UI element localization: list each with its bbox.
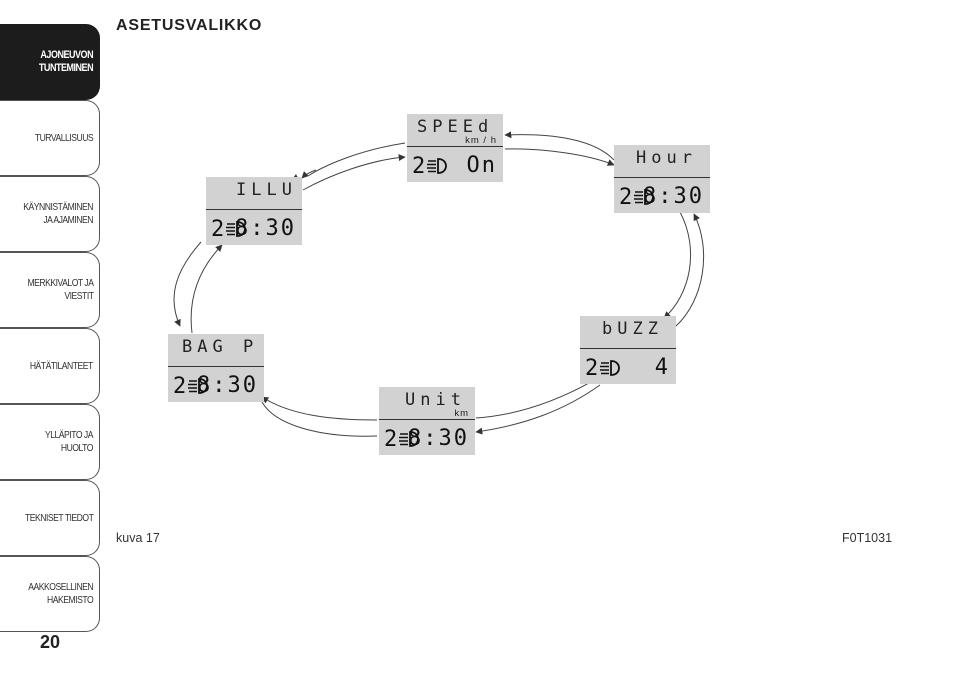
tab-ajoneuvon-tunteminen[interactable]: AJONEUVON TUNTEMINEN — [0, 24, 100, 100]
tab-merkkivalot[interactable]: MERKKIVALOT JA VIESTIT — [0, 252, 100, 328]
headlamp-icon — [634, 189, 654, 205]
headlamp-icon — [427, 158, 447, 174]
page-number: 20 — [40, 632, 61, 652]
figure-code: F0T1031 — [842, 531, 893, 545]
tab-label: AJONEUVON TUNTEMINEN — [38, 49, 94, 74]
display-digit: 2 — [619, 185, 633, 210]
tab-turvallisuus[interactable]: TURVALLISUUS — [0, 100, 100, 176]
display-buzz: bUZZ 2 4 — [580, 316, 676, 384]
page-title: ASETUSVALIKKO — [116, 17, 263, 34]
headlamp-icon — [399, 431, 419, 447]
display-value: On — [466, 153, 497, 178]
headlamp-icon — [226, 221, 246, 237]
display-value: 8:30 — [235, 216, 296, 241]
display-word: ILLU — [236, 180, 297, 200]
display-word: Hour — [636, 148, 697, 168]
figure-caption: kuva 17 — [116, 531, 160, 545]
display-bagp: BAG P 2 8:30 — [168, 334, 264, 402]
tab-label: YLLÄPITO JA HUOLTO — [44, 429, 94, 454]
display-unit: km — [454, 408, 469, 419]
display-speed: SPEEd km / h 2 On — [407, 114, 503, 182]
tab-label: HÄTÄTILANTEET — [30, 359, 93, 372]
display-value: 4 — [654, 355, 670, 380]
tab-hakemisto[interactable]: AAKKOSELLINEN HAKEMISTO — [0, 556, 100, 632]
display-digit: 2 — [384, 427, 398, 452]
tab-yllapito[interactable]: YLLÄPITO JA HUOLTO — [0, 404, 100, 480]
display-value: 8:30 — [197, 373, 258, 398]
display-word: Unit — [405, 390, 466, 410]
tab-label: KÄYNNISTÄMINEN JA AJAMINEN — [23, 201, 93, 226]
display-unit: km / h — [465, 135, 497, 146]
tab-label: TEKNISET TIEDOT — [24, 511, 94, 524]
tab-tekniset-tiedot[interactable]: TEKNISET TIEDOT — [0, 480, 100, 556]
display-digit: 2 — [585, 356, 599, 381]
headlamp-icon — [600, 360, 620, 376]
tab-label: TURVALLISUUS — [34, 131, 94, 144]
display-illu: ILLU 2 8:30 — [206, 177, 302, 245]
display-word: SPEEd — [417, 117, 494, 137]
display-digit: 2 — [173, 374, 187, 399]
display-value: 8:30 — [643, 184, 704, 209]
tab-kaynnistaminen[interactable]: KÄYNNISTÄMINEN JA AJAMINEN — [0, 176, 100, 252]
display-value: 8:30 — [408, 426, 469, 451]
display-digit: 2 — [412, 154, 426, 179]
display-unit: Unit km 2 8:30 — [379, 387, 475, 455]
display-word: BAG P — [182, 337, 259, 357]
display-word: bUZZ — [602, 319, 663, 339]
headlamp-icon — [188, 378, 208, 394]
display-digit: 2 — [211, 217, 225, 242]
tab-label: MERKKIVALOT JA VIESTIT — [26, 277, 93, 302]
display-hour: Hour 2 8:30 — [614, 145, 710, 213]
tab-label: AAKKOSELLINEN HAKEMISTO — [28, 581, 93, 606]
tab-hatatilanteet[interactable]: HÄTÄTILANTEET — [0, 328, 100, 404]
